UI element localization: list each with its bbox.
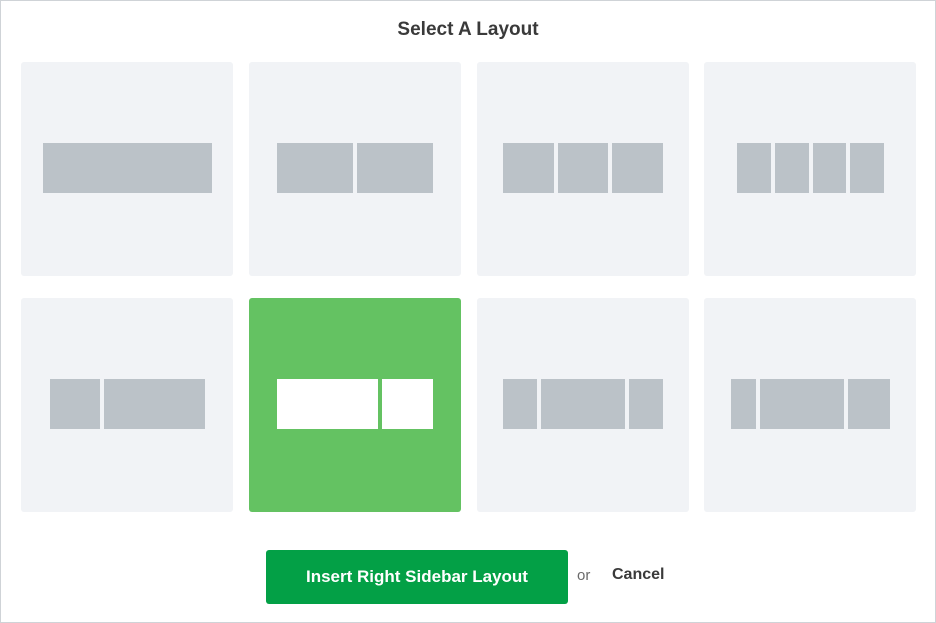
layout-block [612,143,663,193]
layout-block [558,143,608,193]
layout-option-two-columns[interactable] [249,62,461,276]
layout-preview [277,143,433,193]
layout-preview [503,379,663,429]
layout-preview [503,143,663,193]
layout-option-three-columns[interactable] [477,62,689,276]
insert-layout-button[interactable]: Insert Right Sidebar Layout [266,550,568,604]
layout-block [503,379,537,429]
layout-block [277,379,378,429]
layout-preview [737,143,884,193]
layout-block [629,379,663,429]
layout-block [357,143,433,193]
layout-option-one-column[interactable] [21,62,233,276]
layout-option-left-sidebar-split[interactable] [704,298,916,512]
layout-preview [731,379,891,429]
layout-block [731,379,756,429]
layout-block [775,143,809,193]
layout-preview [50,379,205,429]
layout-option-two-sidebars[interactable] [477,298,689,512]
layout-block [43,143,212,193]
layout-block [737,143,771,193]
layout-preview [277,379,433,429]
layout-option-left-sidebar[interactable] [21,298,233,512]
layout-block [541,379,625,429]
dialog-title: Select A Layout [397,19,539,40]
layout-block [848,379,890,429]
layout-option-right-sidebar[interactable] [249,298,461,512]
layout-block [50,379,100,429]
layout-block [382,379,433,429]
layout-option-four-columns[interactable] [704,62,916,276]
layout-block [277,143,353,193]
layout-block [503,143,554,193]
layout-block [104,379,205,429]
layout-preview [43,143,213,193]
layout-block [813,143,846,193]
layout-block [760,379,844,429]
or-separator: or [577,567,591,584]
layout-block [850,143,884,193]
cancel-link[interactable]: Cancel [612,566,665,583]
